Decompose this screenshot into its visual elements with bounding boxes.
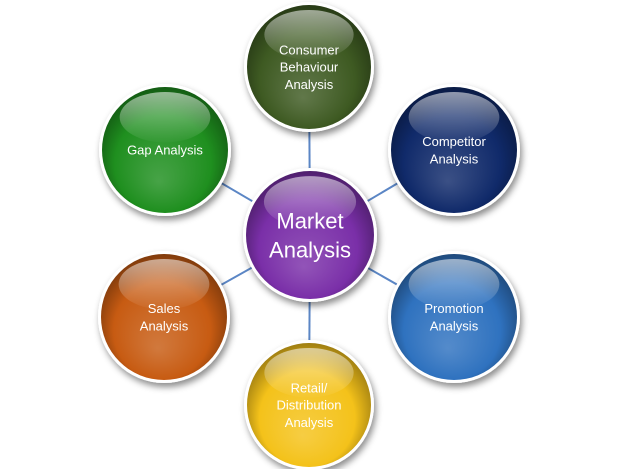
node-competitor-label-line: Analysis [430,151,479,166]
node-sales-label-line: Sales [148,301,181,316]
node-gap: Gap Analysis [99,84,231,216]
node-consumer-behaviour-label-line: Analysis [285,77,334,92]
node-sales-label-line: Analysis [140,318,189,333]
center-label-line: Market [276,208,343,233]
node-gap-label: Gap Analysis [127,143,203,158]
node-retail-distribution-label-line: Distribution [276,398,341,413]
node-gap-gloss [119,92,211,143]
node-competitor-label-line: Competitor [422,134,486,149]
node-retail-distribution-gloss [264,347,354,398]
center-gloss [263,176,357,228]
node-retail-distribution-label-line: Retail/ [291,381,328,396]
node-consumer-behaviour-label-line: Behaviour [280,60,339,75]
center-label-line: Analysis [269,237,351,262]
node-competitor-gloss [408,92,500,143]
node-retail-distribution-label-line: Analysis [285,415,334,430]
node-consumer-behaviour-gloss [264,9,354,60]
node-promotion-label-line: Analysis [430,318,479,333]
node-promotion-label-line: Promotion [424,301,483,316]
node-promotion-gloss [408,259,500,310]
node-consumer-behaviour-label-line: Consumer [279,43,340,58]
node-sales-gloss [118,259,210,310]
node-gap-label-line: Gap Analysis [127,143,203,158]
